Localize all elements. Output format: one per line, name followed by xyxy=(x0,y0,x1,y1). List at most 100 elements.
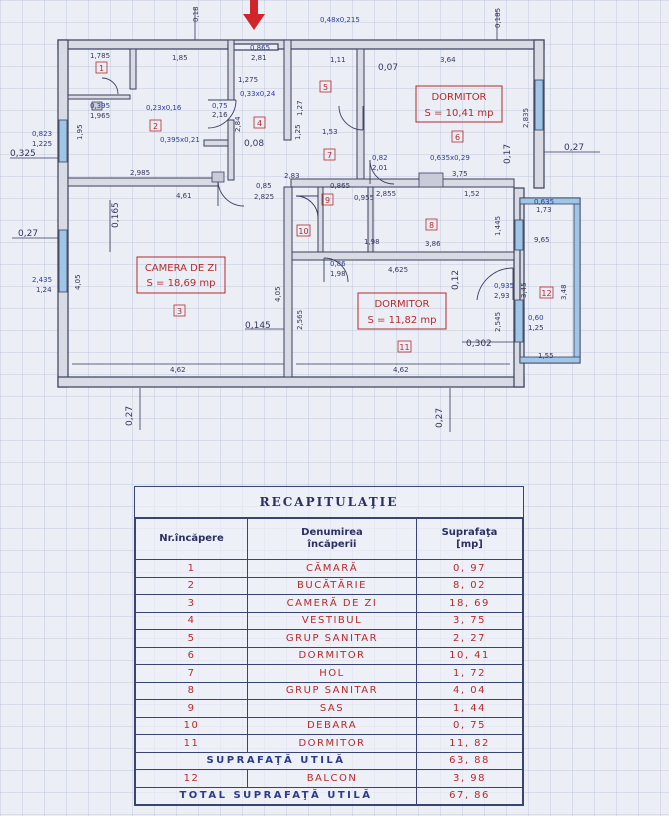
recap-title: RECAPITULAŢIE xyxy=(135,487,523,518)
dim-label: 0,18 xyxy=(192,6,200,22)
room-number: 3 xyxy=(177,307,182,316)
dim-label: 1,785 xyxy=(90,52,110,60)
dim-label: 0,185 xyxy=(494,8,502,28)
row-name: GRUP SANITAR xyxy=(247,681,417,700)
row-name: GRUP SANITAR xyxy=(247,629,417,648)
grand-total-area: 67, 86 xyxy=(416,786,523,805)
row-nr: 7 xyxy=(135,664,248,683)
header-area-line1: Suprafaţa xyxy=(441,527,498,538)
row-nr: 6 xyxy=(135,646,248,665)
dim-label: 1,73 xyxy=(536,206,552,214)
dim-label: 2,565 xyxy=(296,310,304,330)
room-number: 12 xyxy=(541,289,551,298)
row-name: DEBARA xyxy=(247,716,417,735)
row-area: 8, 02 xyxy=(416,576,523,595)
header-name-line1: Denumirea xyxy=(301,527,363,538)
dim-label: 0,865 xyxy=(330,182,350,190)
header-name-line2: încăperii xyxy=(307,539,357,550)
room-number: 2 xyxy=(153,122,158,131)
row-name: VESTIBUL xyxy=(247,611,417,630)
bedroom1-area: S = 10,41 mp xyxy=(425,108,494,119)
row-name: CAMERĂ DE ZI xyxy=(247,594,417,613)
dim-label: 0,27 xyxy=(564,143,584,153)
dim-label: 0,165 xyxy=(111,202,121,228)
subtotal-row: SUPRAFAŢĂ UTILĂ 63, 88 xyxy=(135,751,523,770)
grand-total-row: TOTAL SUPRAFAŢĂ UTILĂ 67, 86 xyxy=(135,786,523,805)
dim-label: 2,855 xyxy=(376,190,396,198)
dim-label: 1,225 xyxy=(32,140,52,148)
dim-label: 0,302 xyxy=(466,339,492,349)
dim-label: 1,98 xyxy=(364,238,380,246)
dim-label: 0,823 xyxy=(32,130,52,138)
row-area: 18, 69 xyxy=(416,594,523,613)
door-swings xyxy=(101,77,514,301)
row-nr: 4 xyxy=(135,611,248,630)
row-name: BALCON xyxy=(247,769,417,788)
dim-label: 4,62 xyxy=(393,366,409,374)
bedroom1-title: DORMITOR xyxy=(431,92,486,103)
row-area: 4, 04 xyxy=(416,681,523,700)
table-header-row: Nr.încăpere Denumirea încăperii Suprafaţ… xyxy=(135,518,523,560)
bedroom2-title: DORMITOR xyxy=(374,299,429,310)
dim-label: 0,07 xyxy=(378,63,398,73)
dim-label: 3,64 xyxy=(440,56,456,64)
dim-label: 4,05 xyxy=(74,274,82,290)
dim-label: 2,84 xyxy=(234,116,242,132)
dim-label: 4,05 xyxy=(274,286,282,302)
dim-label: 0,27 xyxy=(125,406,135,426)
room-number: 1 xyxy=(99,64,104,73)
row-nr: 8 xyxy=(135,681,248,700)
dim-label: 4,62 xyxy=(170,366,186,374)
dim-label: 1,52 xyxy=(464,190,480,198)
windows xyxy=(58,79,544,343)
dim-label: 0,86 xyxy=(330,260,346,268)
row-area: 3, 75 xyxy=(416,611,523,630)
row-nr: 9 xyxy=(135,699,248,718)
row-area: 1, 44 xyxy=(416,699,523,718)
header-area: Suprafaţa [mp] xyxy=(416,518,523,560)
dim-label: 1,11 xyxy=(330,56,346,64)
header-nr: Nr.încăpere xyxy=(135,518,248,560)
dim-label: 2,83 xyxy=(284,172,300,180)
dim-label: 0,935 xyxy=(494,282,514,290)
dim-label: 2,825 xyxy=(254,193,274,201)
row-nr: 11 xyxy=(135,734,248,753)
row-name: DORMITOR xyxy=(247,646,417,665)
room-number: 4 xyxy=(257,119,262,128)
row-area: 0, 97 xyxy=(416,559,523,578)
dim-label: 0,865 xyxy=(250,44,270,52)
row-area: 0, 75 xyxy=(416,716,523,735)
room-number: 10 xyxy=(298,227,308,236)
dim-label: 0,48x0,215 xyxy=(320,16,360,24)
dim-label: 0,60 xyxy=(528,314,544,322)
living-room-title: CAMERA DE ZI xyxy=(145,263,217,274)
room-number: 7 xyxy=(327,151,332,160)
row-name: CĂMARĂ xyxy=(247,559,417,578)
dim-label: 1,95 xyxy=(76,124,84,140)
dim-label: 2,16 xyxy=(212,111,228,119)
row-nr: 5 xyxy=(135,629,248,648)
dim-label: 1,445 xyxy=(494,216,502,236)
row-area: 10, 41 xyxy=(416,646,523,665)
dim-label: 0,145 xyxy=(245,321,271,331)
dim-label: 3,75 xyxy=(452,170,468,178)
dim-label: 3,48 xyxy=(560,284,568,300)
subtotal-area: 63, 88 xyxy=(416,751,523,770)
dim-label: 2,985 xyxy=(130,169,150,177)
dim-label: 2,01 xyxy=(372,164,388,172)
room-number: 11 xyxy=(399,343,409,352)
dim-label: 1,24 xyxy=(36,286,52,294)
dimension-labels: 0,18 0,865 2,81 0,185 1,85 3,64 0,07 1,1… xyxy=(10,6,584,428)
dim-label: 1,27 xyxy=(296,100,304,116)
dim-label: 0,955 xyxy=(354,194,374,202)
dim-label: 2,545 xyxy=(494,312,502,332)
room-number: 9 xyxy=(325,196,330,205)
